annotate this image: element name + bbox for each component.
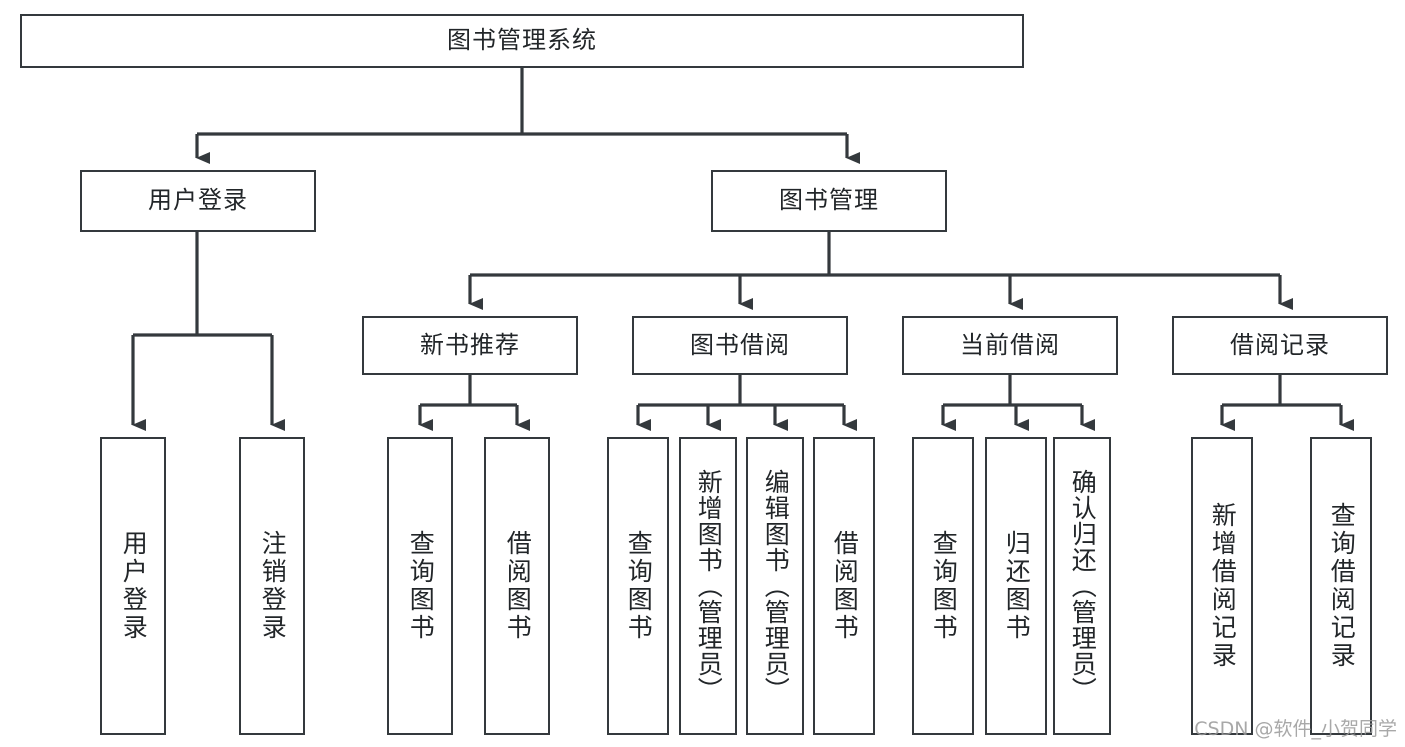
- leaf-user-login-label: 用户登录: [119, 530, 149, 642]
- leaf-add-borrow-record[interactable]: 新增借阅记录: [1191, 437, 1253, 735]
- node-user-login-label: 用户登录: [148, 186, 248, 215]
- leaf-return-book[interactable]: 归还图书: [985, 437, 1047, 735]
- leaf-add-borrow-record-label: 新增借阅记录: [1208, 502, 1238, 670]
- node-current-borrow[interactable]: 当前借阅: [902, 316, 1118, 375]
- leaf-query-borrow-record-label: 查询借阅记录: [1327, 502, 1357, 670]
- leaf-confirm-return-label: 确认归还（管理员）: [1068, 469, 1098, 703]
- leaf-query-borrow-record[interactable]: 查询借阅记录: [1310, 437, 1372, 735]
- leaf-query-book-current-label: 查询图书: [929, 530, 959, 642]
- leaf-query-book-current[interactable]: 查询图书: [912, 437, 974, 735]
- leaf-edit-book[interactable]: 编辑图书（管理员）: [746, 437, 804, 735]
- leaf-query-book-borrow[interactable]: 查询图书: [607, 437, 669, 735]
- node-current-borrow-label: 当前借阅: [960, 330, 1060, 359]
- node-book-manage-label: 图书管理: [779, 186, 879, 215]
- node-new-book-rec-label: 新书推荐: [420, 330, 520, 359]
- node-root[interactable]: 图书管理系统: [20, 14, 1024, 68]
- node-new-book-rec[interactable]: 新书推荐: [362, 316, 578, 375]
- leaf-return-book-label: 归还图书: [1002, 530, 1032, 642]
- leaf-query-book-borrow-label: 查询图书: [624, 530, 654, 642]
- node-borrow-record[interactable]: 借阅记录: [1172, 316, 1388, 375]
- csdn-watermark: CSDN @软件_小贺同学: [1194, 718, 1397, 740]
- leaf-borrow-book-borrow[interactable]: 借阅图书: [813, 437, 875, 735]
- leaf-borrow-book-borrow-label: 借阅图书: [830, 530, 860, 642]
- node-book-manage[interactable]: 图书管理: [711, 170, 947, 232]
- node-user-login[interactable]: 用户登录: [80, 170, 316, 232]
- node-book-borrow[interactable]: 图书借阅: [632, 316, 848, 375]
- leaf-user-login[interactable]: 用户登录: [100, 437, 166, 735]
- node-root-label: 图书管理系统: [447, 26, 597, 55]
- node-borrow-record-label: 借阅记录: [1230, 330, 1330, 359]
- leaf-user-logout[interactable]: 注销登录: [239, 437, 305, 735]
- leaf-borrow-book-rec[interactable]: 借阅图书: [484, 437, 550, 735]
- leaf-confirm-return[interactable]: 确认归还（管理员）: [1053, 437, 1111, 735]
- leaf-query-book-rec-label: 查询图书: [406, 530, 436, 642]
- leaf-user-logout-label: 注销登录: [258, 530, 288, 642]
- leaf-add-book-label: 新增图书（管理员）: [694, 469, 724, 703]
- node-book-borrow-label: 图书借阅: [690, 330, 790, 359]
- leaf-add-book[interactable]: 新增图书（管理员）: [679, 437, 737, 735]
- leaf-borrow-book-rec-label: 借阅图书: [503, 530, 533, 642]
- leaf-edit-book-label: 编辑图书（管理员）: [761, 469, 791, 703]
- leaf-query-book-rec[interactable]: 查询图书: [387, 437, 453, 735]
